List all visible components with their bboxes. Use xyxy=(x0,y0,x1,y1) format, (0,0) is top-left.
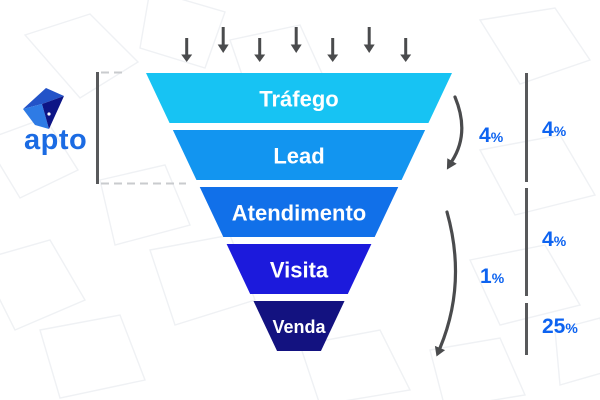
down-arrow-head xyxy=(254,54,266,62)
logo-wordmark: apto xyxy=(24,124,88,156)
funnel-stage-2 xyxy=(199,187,399,237)
down-arrow-head xyxy=(181,54,193,62)
segment-label: 4% xyxy=(542,228,567,251)
down-arrow-head xyxy=(290,44,302,53)
funnel-stage-label: Visita xyxy=(270,258,329,283)
down-arrow-head xyxy=(400,54,412,62)
down-arrow-head xyxy=(217,44,229,53)
segment-label: 4% xyxy=(542,118,567,141)
funnel-stage-label: Lead xyxy=(273,144,324,169)
down-arrow-head xyxy=(363,44,375,53)
gem-top-facet xyxy=(23,88,64,109)
gem-icon xyxy=(23,88,64,129)
funnel-stage-4 xyxy=(253,301,345,351)
funnel-stage-label: Tráfego xyxy=(259,87,338,112)
funnel-stage-label: Venda xyxy=(272,317,326,337)
segment-label: 25% xyxy=(542,315,578,338)
funnel-stage-3 xyxy=(226,244,372,294)
gem-highlight-dot xyxy=(47,112,51,116)
funnel-stage-0 xyxy=(146,73,452,123)
logo: apto xyxy=(16,84,106,166)
funnel-stage-label: Atendimento xyxy=(232,201,366,226)
funnel-stage-1 xyxy=(172,130,426,180)
gem-body-facet xyxy=(42,96,64,129)
gem-left-facet xyxy=(23,104,49,129)
top-arrows xyxy=(181,27,412,62)
conversion-label: 4% xyxy=(479,124,504,147)
down-arrow-head xyxy=(327,54,339,62)
conversion-label: 1% xyxy=(480,265,505,288)
curved-arrow-icon xyxy=(446,95,464,170)
curved-arrow-icon xyxy=(434,210,458,357)
